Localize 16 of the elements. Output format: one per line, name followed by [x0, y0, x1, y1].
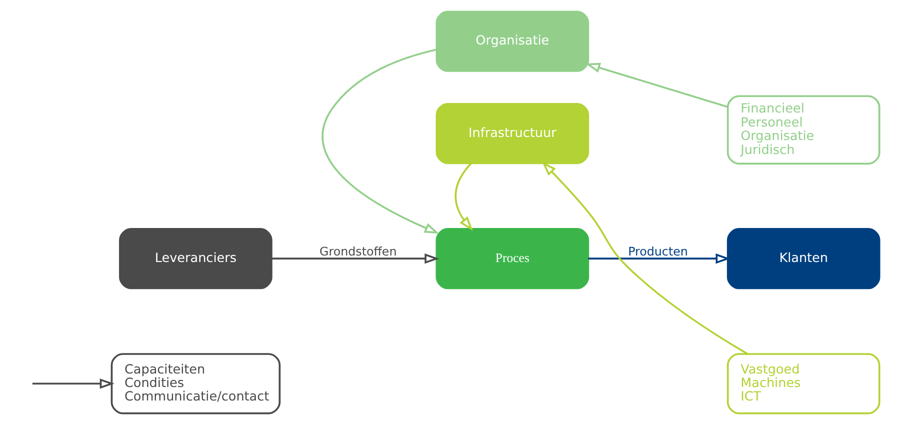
edge-label: Producten: [628, 244, 688, 258]
node-box: Klanten: [726, 228, 880, 290]
node-box: Infrastructuur: [436, 102, 590, 164]
node-box: Capaciteiten Condities Communicatie/contact: [110, 353, 281, 414]
arrow: [272, 253, 440, 264]
node-box: Proces: [436, 228, 590, 290]
arrow: [542, 162, 748, 355]
edge-label: Grondstoffen: [320, 244, 397, 258]
node-box: Leveranciers: [119, 228, 272, 290]
arrow: [322, 48, 440, 234]
node-box: Organisatie: [436, 10, 590, 72]
node-box: Financieel Personeel Organisatie Juridisch: [726, 95, 880, 165]
node-box: Vastgoed Machines ICT: [726, 353, 880, 414]
arrow: [32, 378, 114, 389]
arrow: [586, 62, 728, 108]
arrow: [454, 162, 473, 231]
